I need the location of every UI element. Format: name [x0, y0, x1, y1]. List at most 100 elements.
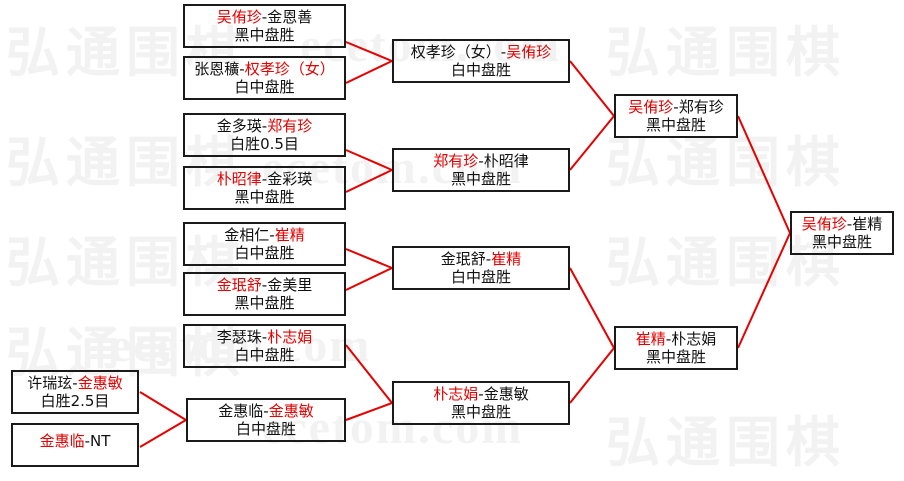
match-result: 白中盘胜 [234, 244, 295, 262]
player-separator: - [261, 116, 268, 135]
player-right: 金美里 [267, 275, 313, 294]
match-box[interactable]: 权孝珍（女）-吴侑珍 白中盘胜 [392, 39, 570, 83]
player-separator: - [673, 97, 679, 116]
player-right: 金惠敏 [77, 373, 123, 392]
player-separator: - [261, 327, 268, 346]
player-left: 李瑟珠 [216, 327, 262, 346]
watermark-text: 弘通围棋 [606, 21, 846, 84]
match-box[interactable]: 金珉舒-金美里 黑中盘胜 [183, 272, 346, 316]
match-players: 李瑟珠-朴志娟 [217, 328, 312, 346]
match-box[interactable]: 朴昭律-金彩瑛 黑中盘胜 [183, 166, 346, 210]
player-right: 朴志娟 [267, 327, 313, 346]
match-result: 黑中盘胜 [234, 188, 295, 206]
match-players: 朴志娟-金惠敏 [433, 385, 528, 403]
player-separator: - [84, 432, 91, 450]
player-left: 许瑞玹 [27, 373, 73, 392]
match-result: 黑中盘胜 [450, 170, 511, 188]
match-result: 白中盘胜 [234, 346, 295, 364]
player-right: 郑有珍 [678, 97, 724, 116]
player-separator: - [261, 169, 268, 188]
player-separator: - [500, 42, 507, 61]
match-box[interactable]: 许瑞玹-金惠敏 白胜2.5目 [11, 370, 139, 414]
player-separator: - [72, 373, 78, 392]
player-right: 崔精 [274, 225, 305, 244]
match-box[interactable]: 吴侑珍-崔精 黑中盘胜 [790, 211, 894, 255]
match-result: 黑中盘胜 [234, 26, 295, 44]
connector-line [345, 248, 393, 269]
match-players: 吴侑珍-崔精 [802, 215, 882, 233]
match-players: 金相仁-崔精 [224, 226, 304, 244]
connector-line [569, 347, 615, 404]
connector-line [345, 267, 393, 291]
player-right: NT [90, 432, 111, 450]
match-box[interactable]: 郑有珍-朴昭律 黑中盘胜 [392, 148, 570, 192]
match-box[interactable]: 金珉舒-崔精 白中盘胜 [392, 246, 570, 290]
player-left: 金惠临 [218, 401, 264, 420]
player-separator: - [485, 249, 492, 268]
match-box[interactable]: 吴侑珍-郑有珍 黑中盘胜 [614, 94, 738, 138]
connector-line [345, 60, 393, 84]
match-players: 吴侑珍-郑有珍 [628, 98, 723, 116]
match-box[interactable]: 李瑟珠-朴志娟 白中盘胜 [183, 324, 346, 368]
match-players: 崔精-朴志娟 [636, 330, 716, 348]
connector-line [569, 115, 615, 171]
match-result: 黑中盘胜 [234, 294, 295, 312]
player-left: 朴志娟 [433, 384, 479, 403]
player-separator: - [846, 214, 853, 233]
match-result: 黑中盘胜 [645, 348, 706, 366]
player-left: 金珉舒 [216, 275, 262, 294]
connector-line [345, 149, 393, 171]
player-right: 金惠敏 [483, 384, 529, 403]
player-separator: - [239, 59, 245, 78]
player-left: 吴侑珍 [801, 214, 847, 233]
match-players: 金多瑛-郑有珍 [217, 117, 312, 135]
match-box[interactable]: 崔精-朴志娟 黑中盘胜 [614, 326, 738, 370]
match-result: 白中盘胜 [235, 420, 296, 438]
match-players: 权孝珍（女）-吴侑珍 [411, 43, 551, 61]
player-right: 金彩瑛 [267, 169, 313, 188]
match-players: 金珉舒-金美里 [217, 276, 312, 294]
match-players: 金惠临-金惠敏 [218, 402, 313, 420]
match-result: 白中盘胜 [450, 268, 511, 286]
player-right: 崔精 [852, 214, 883, 233]
player-right: 朴昭律 [483, 151, 529, 170]
match-result: 白中盘胜 [234, 78, 295, 96]
player-left: 金相仁 [224, 225, 270, 244]
match-box[interactable]: 金相仁-崔精 白中盘胜 [183, 222, 346, 266]
match-box[interactable]: 金多瑛-郑有珍 白胜0.5目 [183, 113, 346, 157]
player-left: 郑有珍 [433, 151, 479, 170]
player-separator: - [478, 384, 484, 403]
player-left: 张恩穬 [194, 59, 240, 78]
match-result: 白中盘胜 [450, 61, 511, 79]
player-separator: - [263, 401, 269, 420]
connector-line [737, 115, 791, 234]
player-left: 朴昭律 [216, 169, 262, 188]
player-left: 金惠临 [39, 432, 85, 450]
match-players: 张恩穬-权孝珍（女） [194, 60, 334, 78]
connector-line [345, 402, 393, 421]
player-right: 权孝珍（女） [244, 59, 335, 78]
match-result: 黑中盘胜 [645, 116, 706, 134]
match-box[interactable]: 吴侑珍-金恩善 黑中盘胜 [183, 4, 346, 48]
match-box[interactable]: 朴志娟-金惠敏 黑中盘胜 [392, 381, 570, 425]
match-box[interactable]: 金惠临-NT [11, 423, 139, 467]
match-result: 黑中盘胜 [450, 403, 511, 421]
match-box[interactable]: 金惠临-金惠敏 白中盘胜 [186, 398, 346, 442]
player-left: 权孝珍（女） [410, 42, 501, 61]
match-result: 白胜0.5目 [230, 135, 299, 153]
player-left: 吴侑珍 [216, 7, 262, 26]
player-right: 吴侑珍 [506, 42, 552, 61]
player-left: 吴侑珍 [628, 97, 674, 116]
watermark-text: 弘通围棋 [606, 411, 846, 474]
connector-line [345, 41, 393, 62]
connector-line [737, 232, 791, 349]
match-box[interactable]: 张恩穬-权孝珍（女） 白中盘胜 [183, 56, 346, 100]
match-players: 许瑞玹-金惠敏 [27, 374, 122, 392]
player-right: 崔精 [491, 249, 522, 268]
connector-line [345, 344, 393, 404]
connector-line [569, 60, 615, 117]
match-players: 金惠临-NT [40, 432, 111, 450]
player-right: 朴志娟 [671, 329, 717, 348]
connector-line [139, 391, 187, 421]
